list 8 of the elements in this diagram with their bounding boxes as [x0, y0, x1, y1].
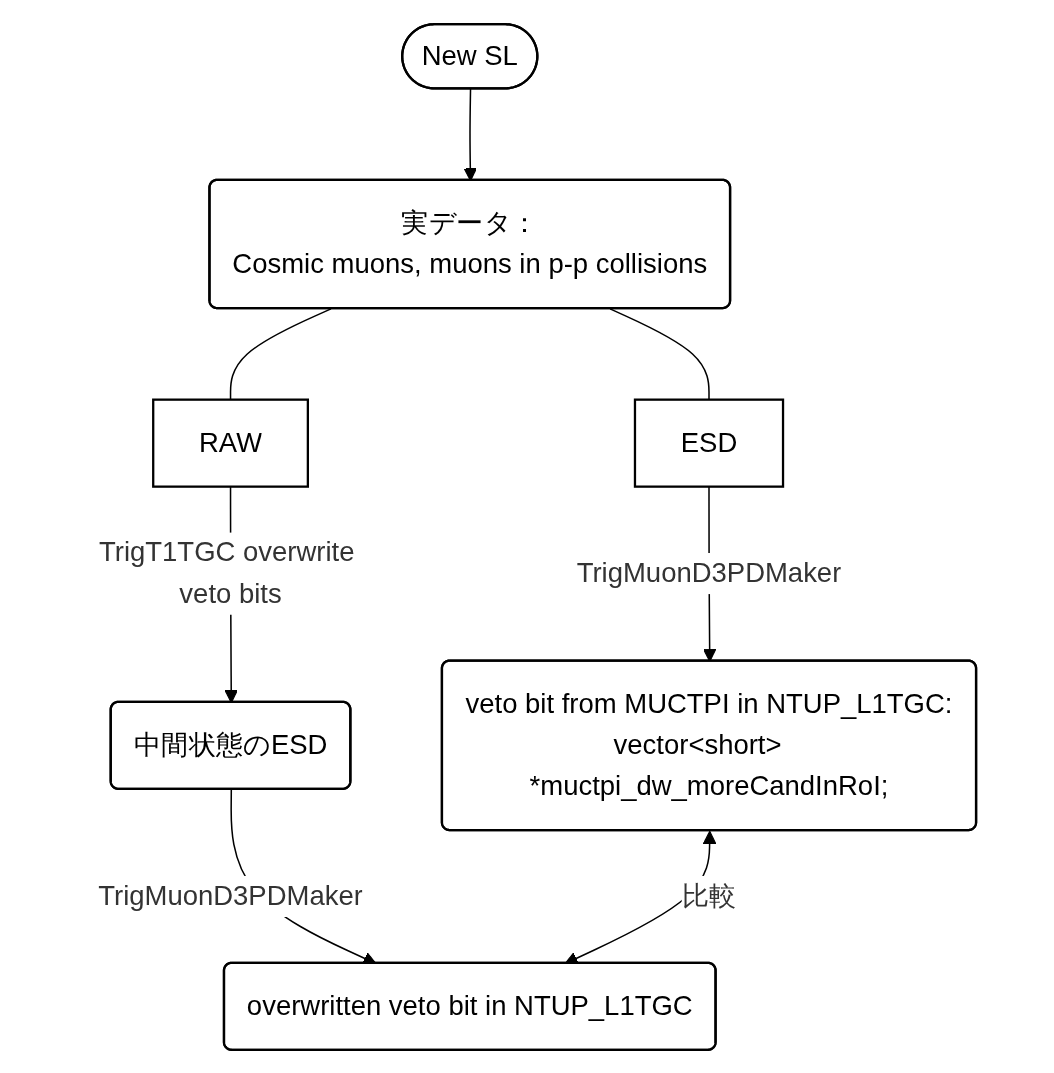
edge-label: TrigT1TGC overwrite veto bits — [99, 536, 355, 609]
node-box — [152, 398, 309, 488]
node-box — [633, 398, 785, 488]
connector — [229, 307, 332, 400]
edge-label: TrigMuonD3PDMaker — [98, 879, 363, 911]
edge-label: TrigMuonD3PDMaker — [576, 557, 842, 588]
edge-label: 比較 — [681, 879, 737, 911]
connector — [609, 307, 710, 400]
